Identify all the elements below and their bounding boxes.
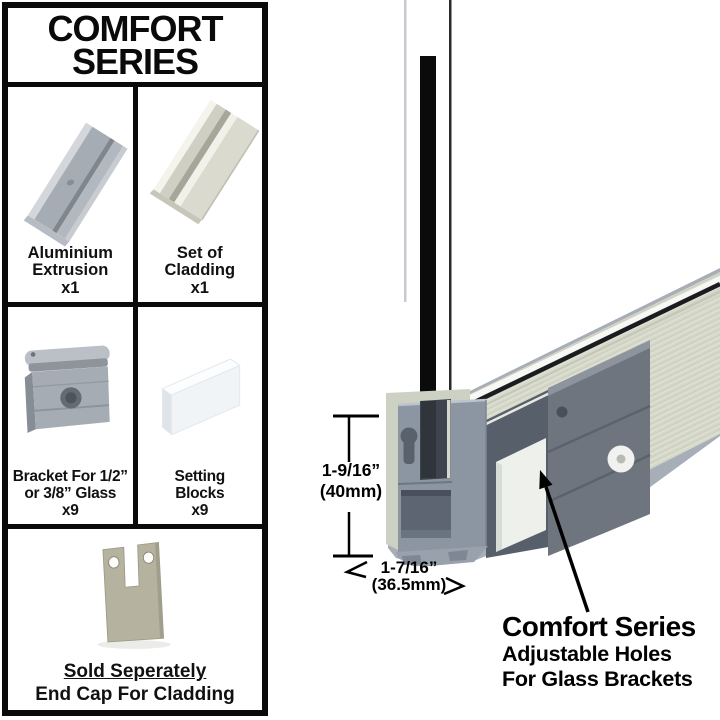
part-cell-bracket: Bracket For 1/2” or 3/8” Glass x9 xyxy=(8,307,138,529)
sold-separately-note: Sold Seperately xyxy=(63,661,207,682)
part-cell-end-cap: Sold Seperately End Cap For Cladding xyxy=(8,529,262,710)
width-dimension-ticks xyxy=(343,560,467,596)
height-dimension-metric: (40mm) xyxy=(319,481,383,501)
setting-blocks-image xyxy=(160,358,241,436)
cladding-image xyxy=(149,99,260,225)
part-cell-cladding: Set of Cladding x1 xyxy=(137,87,262,307)
callout-title: Comfort Series xyxy=(502,611,696,642)
glass-bracket xyxy=(547,340,651,556)
height-dimension-label: 1-9/16” (40mm) xyxy=(306,460,396,502)
cladding-cross-section xyxy=(386,389,470,550)
glazing-gasket xyxy=(453,276,720,421)
parts-panel: COMFORT SERIES Aluminium Extrusion x1 xyxy=(2,2,268,716)
callout-line-2: Adjustable Holes xyxy=(502,642,672,666)
width-dimension-metric: (36.5mm) xyxy=(371,574,447,594)
base-shoe-cross-section xyxy=(386,389,488,566)
bracket-image xyxy=(25,345,110,433)
end-cap-name: End Cap For Cladding xyxy=(35,684,235,705)
aluminium-extrusion-image xyxy=(23,122,128,247)
height-dimension-value: 1-9/16” xyxy=(321,460,381,480)
callout-label: Comfort Series Adjustable Holes For Glas… xyxy=(502,611,720,691)
height-dimension-lines xyxy=(333,414,379,558)
callout-line-3: For Glass Brackets xyxy=(502,666,693,691)
part-label: Setting Blocks x9 xyxy=(174,468,226,519)
part-cell-aluminium-extrusion: Aluminium Extrusion x1 xyxy=(8,87,138,307)
part-label: Aluminium Extrusion x1 xyxy=(27,243,113,297)
glass-panel xyxy=(404,0,452,416)
part-label: Bracket For 1/2” or 3/8” Glass x9 xyxy=(12,468,128,519)
series-title: COMFORT SERIES xyxy=(8,8,262,87)
bracket-pin-hole xyxy=(556,406,568,418)
part-label: Set of Cladding x1 xyxy=(164,243,236,297)
callout-arrow xyxy=(539,470,590,613)
setting-block xyxy=(496,438,546,552)
end-cap-label: Sold Seperately End Cap For Cladding xyxy=(8,660,262,706)
channel-recess xyxy=(485,387,555,558)
part-cell-setting-blocks: Setting Blocks x9 xyxy=(137,307,262,529)
width-dimension-value: 1-7/16” xyxy=(380,558,438,577)
width-dimension-label: 1-7/16” (36.5mm) xyxy=(362,558,456,594)
series-title-line-2: SERIES xyxy=(71,41,199,82)
series-title-line-1: COMFORT xyxy=(47,8,224,49)
end-cap-image xyxy=(97,542,171,649)
